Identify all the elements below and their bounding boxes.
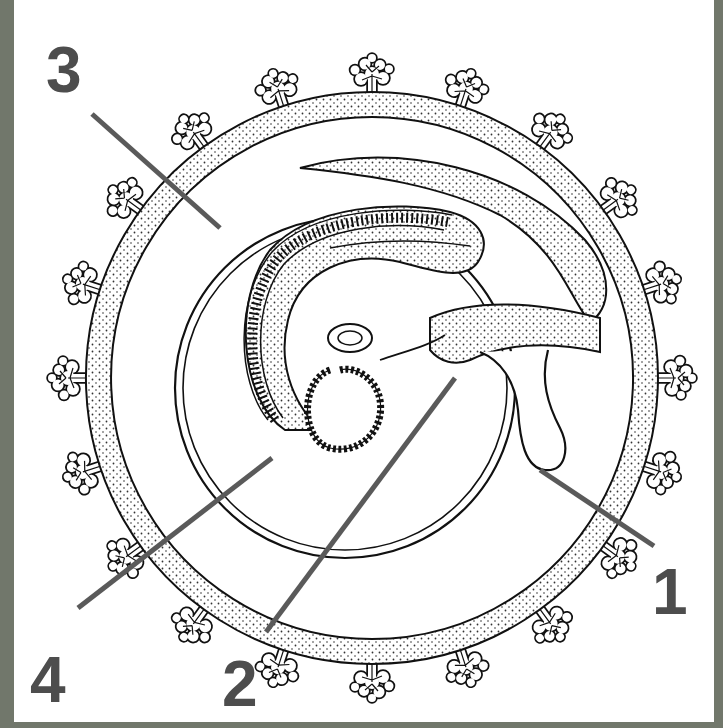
chorion: [86, 92, 658, 664]
chorionic-villi: [48, 54, 696, 702]
embryo: [244, 206, 484, 449]
callout-number: 4: [30, 648, 66, 712]
callout-number: 1: [652, 560, 688, 624]
callout-number: 2: [222, 652, 258, 716]
leader-lines: [78, 114, 654, 632]
callout-number: 3: [46, 38, 82, 102]
allantois: [480, 350, 565, 470]
